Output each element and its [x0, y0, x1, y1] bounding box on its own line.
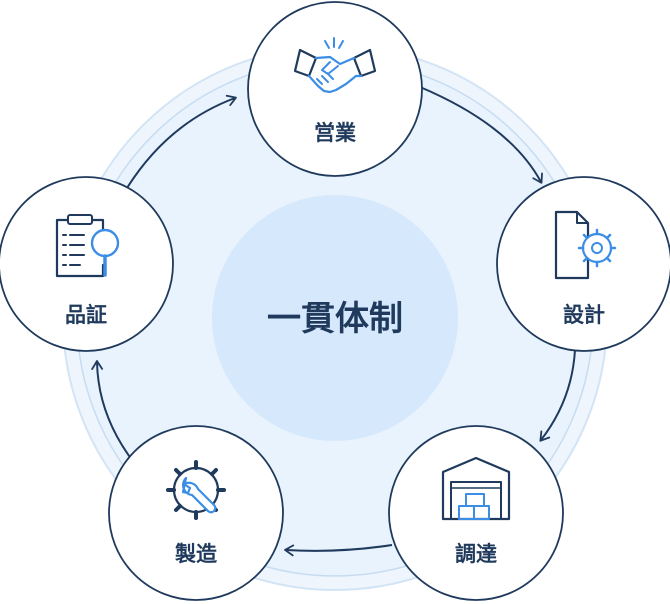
arrow-quality-to-sales — [126, 94, 237, 189]
arrow-procurement-to-manufacturing — [284, 544, 393, 557]
node-procurement-label: 調達 — [455, 542, 497, 566]
node-sales-label: 営業 — [314, 121, 357, 145]
arrow-manufacturing-to-quality — [91, 360, 133, 461]
node-sales: 営業 — [247, 1, 423, 177]
handshake-icon — [293, 37, 377, 94]
node-manufacturing-label: 製造 — [174, 542, 218, 566]
node-manufacturing: 製造 — [108, 425, 284, 601]
clipboard-magnifier-icon — [55, 214, 120, 278]
center-disc — [212, 195, 458, 441]
arrow-sales-to-design — [419, 86, 543, 184]
node-design: 設計 — [496, 176, 670, 352]
node-quality: 品証 — [0, 176, 174, 352]
node-design-label: 設計 — [563, 303, 605, 327]
wrench-gear-icon — [166, 460, 226, 520]
center-label: 一貫体制 — [267, 299, 403, 339]
node-quality-label: 品証 — [65, 303, 107, 327]
gear-document-icon — [554, 210, 617, 280]
node-procurement: 調達 — [388, 425, 564, 601]
warehouse-icon — [441, 456, 511, 521]
arrow-design-to-procurement — [539, 349, 576, 442]
